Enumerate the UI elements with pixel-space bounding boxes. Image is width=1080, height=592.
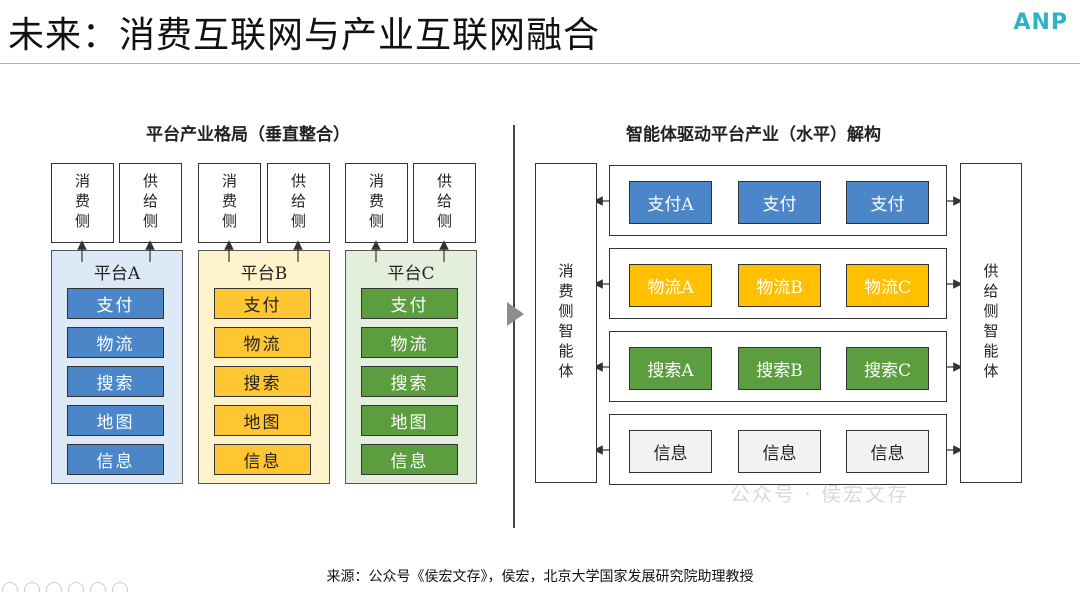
supplier-side-label: 供给侧	[141, 173, 159, 233]
platform-a-item: 搜索	[67, 366, 164, 397]
supplier-side-label: 供给侧	[289, 173, 307, 233]
prev-slide-icon[interactable]	[2, 582, 18, 592]
platform-b-item: 信息	[214, 444, 311, 475]
supplier-agent-label: 供给侧智能体	[981, 263, 1000, 383]
service-item: 搜索A	[629, 347, 712, 390]
platform-a-item: 支付	[67, 288, 164, 319]
consumer-side-label: 消费侧	[73, 173, 91, 233]
service-item: 搜索B	[738, 347, 821, 390]
service-row: 搜索A 搜索B 搜索C	[609, 331, 947, 402]
more-icon[interactable]	[112, 582, 128, 592]
platform-c-supplier-box: 供给侧	[413, 163, 476, 243]
platform-a-item: 物流	[67, 327, 164, 358]
zoom-icon[interactable]	[90, 582, 106, 592]
platform-b-consumer-box: 消费侧	[198, 163, 261, 243]
platform-c-item: 支付	[361, 288, 458, 319]
platform-b-item: 搜索	[214, 366, 311, 397]
platform-b-supplier-box: 供给侧	[267, 163, 330, 243]
platform-a-consumer-box: 消费侧	[51, 163, 114, 243]
platform-name: 平台C	[387, 264, 435, 284]
platform-c-item: 搜索	[361, 366, 458, 397]
platform-a: 平台A 支付 物流 搜索 地图 信息	[51, 250, 183, 484]
platform-b: 平台B 支付 物流 搜索 地图 信息	[198, 250, 330, 484]
platform-name: 平台B	[240, 264, 288, 284]
consumer-agent-label: 消费侧智能体	[556, 263, 575, 383]
platform-a-item: 地图	[67, 405, 164, 436]
watermark: 公众号 · 侯宏文存	[730, 482, 910, 506]
service-item: 信息	[738, 430, 821, 473]
platform-c-item: 地图	[361, 405, 458, 436]
platform-b-item: 支付	[214, 288, 311, 319]
section-divider	[513, 125, 515, 528]
service-item: 支付	[846, 181, 929, 224]
platform-c: 平台C 支付 物流 搜索 地图 信息	[345, 250, 477, 484]
service-item: 物流B	[738, 264, 821, 307]
platform-b-item: 地图	[214, 405, 311, 436]
service-item: 信息	[846, 430, 929, 473]
platform-name: 平台A	[93, 264, 141, 284]
right-section-title: 智能体驱动平台产业（水平）解构	[626, 125, 881, 145]
pen-icon[interactable]	[46, 582, 62, 592]
service-row: 信息 信息 信息	[609, 414, 947, 485]
service-item: 支付	[738, 181, 821, 224]
consumer-side-label: 消费侧	[220, 173, 238, 233]
platform-a-item: 信息	[67, 444, 164, 475]
left-section-title: 平台产业格局（垂直整合）	[146, 125, 350, 145]
slide-toolbar	[2, 582, 128, 592]
source-caption: 来源：公众号《侯宏文存》，侯宏，北京大学国家发展研究院助理教授	[326, 569, 754, 585]
supplier-agent-box: 供给侧智能体	[960, 163, 1022, 483]
service-row: 支付A 支付 支付	[609, 165, 947, 236]
consumer-agent-box: 消费侧智能体	[535, 163, 597, 483]
grid-icon[interactable]	[68, 582, 84, 592]
next-slide-icon[interactable]	[24, 582, 40, 592]
service-item: 搜索C	[846, 347, 929, 390]
page-title: 未来：消费互联网与产业互联网融合	[8, 15, 601, 56]
anp-logo: ANP	[1013, 10, 1068, 35]
transition-arrow-icon	[507, 302, 524, 326]
platform-c-item: 信息	[361, 444, 458, 475]
service-item: 物流A	[629, 264, 712, 307]
platform-a-supplier-box: 供给侧	[119, 163, 182, 243]
platform-b-item: 物流	[214, 327, 311, 358]
consumer-side-label: 消费侧	[367, 173, 385, 233]
service-item: 物流C	[846, 264, 929, 307]
platform-c-item: 物流	[361, 327, 458, 358]
title-divider	[0, 63, 1080, 64]
service-item: 信息	[629, 430, 712, 473]
platform-c-consumer-box: 消费侧	[345, 163, 408, 243]
service-item: 支付A	[629, 181, 712, 224]
supplier-side-label: 供给侧	[435, 173, 453, 233]
service-row: 物流A 物流B 物流C	[609, 248, 947, 319]
